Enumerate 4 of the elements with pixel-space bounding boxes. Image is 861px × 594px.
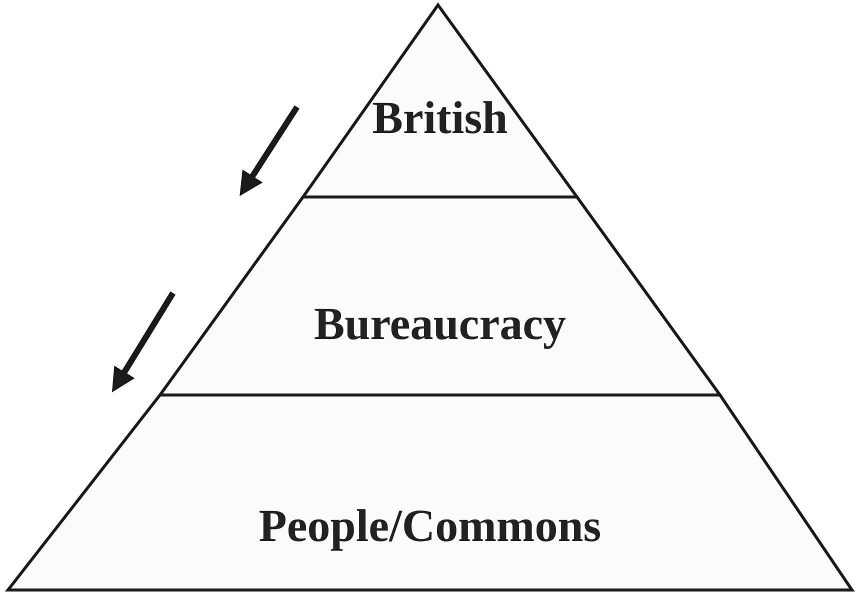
tier-label: People/Commons (258, 503, 602, 549)
tier-label: British (372, 95, 508, 141)
pyramid-tier (8, 395, 852, 590)
tier-label: Bureaucracy (314, 301, 566, 347)
